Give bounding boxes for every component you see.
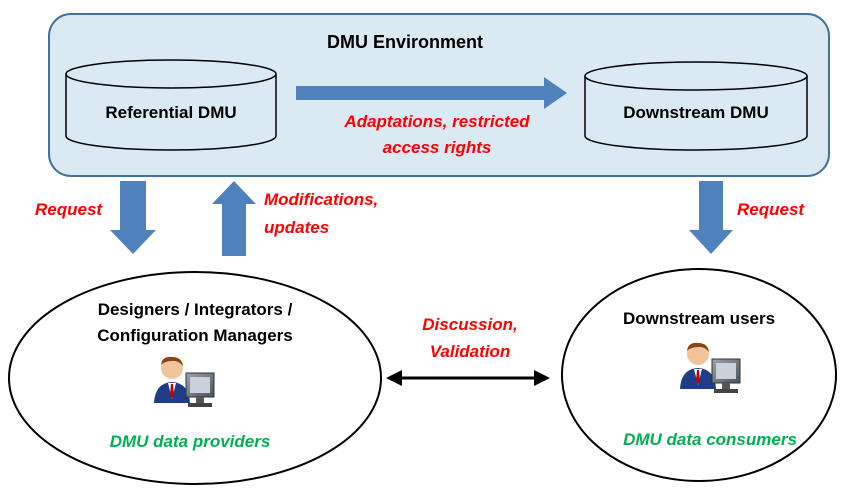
referential-dmu-label: Referential DMU [105,103,236,122]
providers-group: Designers / Integrators / Configuration … [8,271,382,485]
request-label-right: Request [737,200,805,219]
cylinder-body [584,76,808,151]
discussion-arrow [386,370,550,386]
consumers-role-label: DMU data consumers [623,430,797,449]
providers-title-line1: Designers / Integrators / [98,300,293,319]
downstream-dmu-database: Downstream DMU [584,61,808,151]
modifications-label-line2: updates [264,218,329,237]
adaptations-label-line2: access rights [383,138,492,157]
adaptations-label-line1: Adaptations, restricted [343,112,530,131]
user-at-computer-icon [680,342,741,393]
consumers-title: Downstream users [623,309,775,328]
cylinder-top [584,61,808,91]
consumers-group: Downstream users DMU data consumers [561,268,837,482]
environment-title: DMU Environment [327,32,483,52]
adaptation-arrow [296,77,567,109]
user-at-computer-icon [154,356,215,407]
providers-role-label: DMU data providers [110,432,271,451]
modifications-arrow [212,181,256,256]
modifications-label-line1: Modifications, [264,190,378,209]
referential-dmu-database: Referential DMU [65,59,277,151]
request-arrow-right [689,181,733,254]
request-label-left: Request [35,200,103,219]
cylinder-body [65,74,277,151]
discussion-label-line2: Validation [430,342,511,361]
discussion-label-line1: Discussion, [422,315,517,334]
downstream-dmu-label: Downstream DMU [623,103,768,122]
cylinder-top [65,59,277,89]
request-arrow-left [110,181,156,254]
providers-title-line2: Configuration Managers [97,326,293,345]
